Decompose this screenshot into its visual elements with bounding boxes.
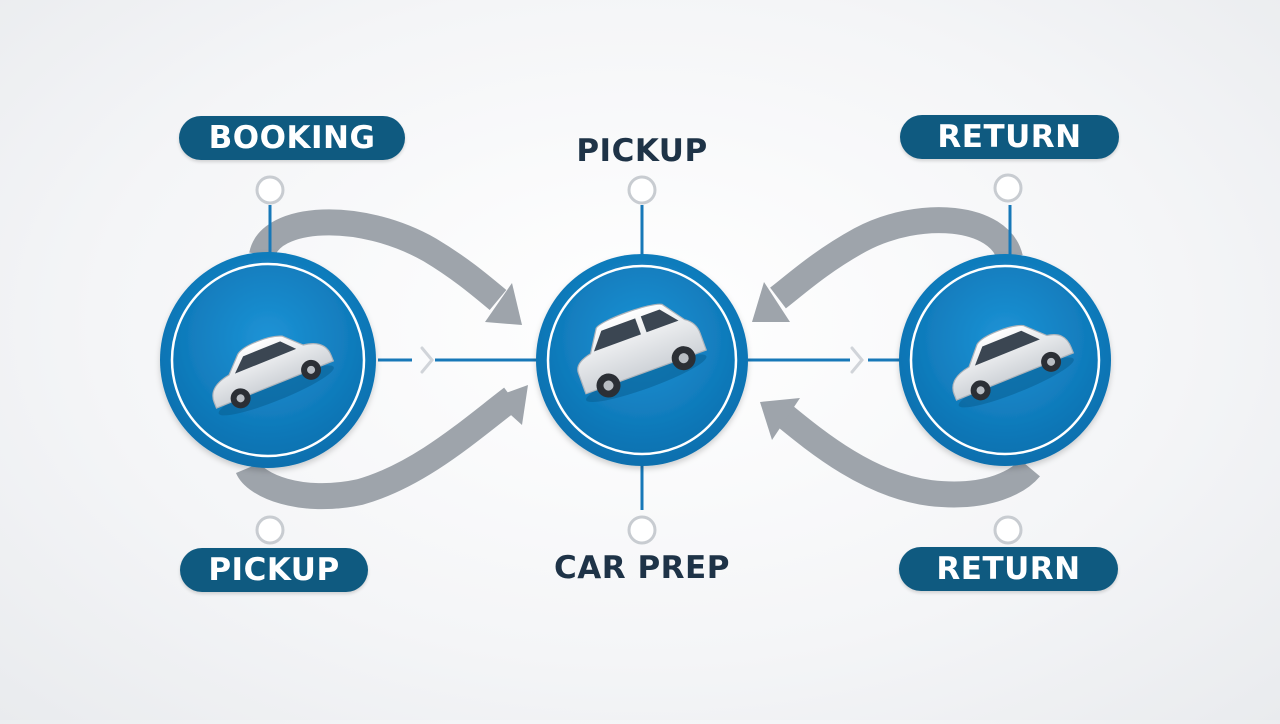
car-icon [952,324,1075,408]
label-return-top: RETURN [900,115,1119,159]
label-pickup-top: PICKUP [576,133,708,169]
chevron-right-icon [850,346,864,374]
node-top-center [627,175,657,205]
arrowhead-3 [752,282,790,322]
suv-icon [577,303,707,403]
label-car-prep: CAR PREP [554,550,730,586]
arrow-pickup-to-left [235,387,520,510]
arrowhead-1 [485,283,522,325]
arrow-heads [485,282,800,440]
connector-lines [268,205,1012,510]
arrow-booking-to-pickup [249,209,507,310]
chevron-left-icon [420,346,434,374]
label-return-bottom: RETURN [899,547,1118,591]
arrow-return-bottom [771,401,1040,508]
node-bottom-right [993,515,1023,545]
flow-arrows [235,207,1040,510]
arrow-return-to-pickup [770,207,1023,309]
arrowhead-2 [492,385,528,425]
node-circles [255,173,1023,545]
node-top-left [255,175,285,205]
label-booking: BOOKING [179,116,405,160]
node-bottom-left [255,515,285,545]
label-pickup-bottom: PICKUP [180,548,368,592]
car-icon [212,335,335,416]
node-bottom-center [627,515,657,545]
node-top-right [993,173,1023,203]
arrowhead-4 [760,398,800,440]
connector-chevrons [420,346,864,374]
